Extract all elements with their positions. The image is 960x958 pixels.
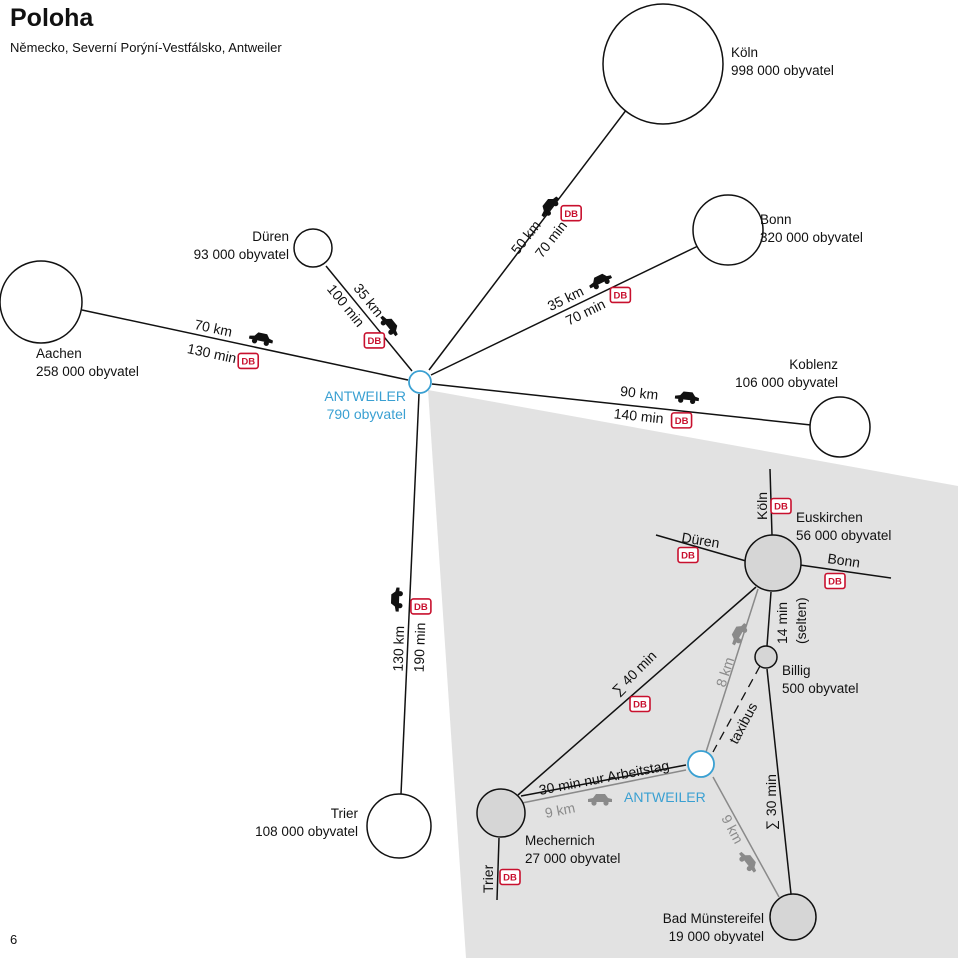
rail-label-koln: Köln xyxy=(754,492,770,520)
route-distance-koblenz: 90 km xyxy=(619,383,659,403)
detail-name-bad-munstereifel: Bad Münstereifel xyxy=(663,911,764,926)
city-population-koblenz: 106 000 obyvatel xyxy=(735,375,838,390)
city-name-bonn: Bonn xyxy=(760,212,792,227)
rail-line-bonn xyxy=(799,564,892,579)
route-line-trier xyxy=(400,393,420,795)
db-logo-icon xyxy=(824,572,846,590)
rail-label-duren: Düren xyxy=(681,529,721,551)
sum-30-label: ∑ 30 min xyxy=(763,774,779,830)
db-logo-icon xyxy=(237,352,260,370)
road-line-weekday xyxy=(521,769,687,804)
detail-antweiler-label: ANTWEILER xyxy=(624,789,706,805)
rail-label-trier: Trier xyxy=(480,864,496,893)
car-icon xyxy=(674,390,700,405)
db-logo-icon xyxy=(770,497,792,515)
antweiler-detail-marker xyxy=(687,750,715,778)
route-time-aachen: 130 min xyxy=(186,340,238,366)
city-circle-aachen xyxy=(0,260,83,344)
city-name-koln: Köln xyxy=(731,45,758,60)
road-line-billig xyxy=(705,588,759,753)
db-logo-icon xyxy=(363,332,386,349)
road-line-bad xyxy=(712,776,780,898)
route-line-bonn xyxy=(430,245,699,376)
antweiler-marker xyxy=(408,370,432,394)
detail-name-billig: Billig xyxy=(782,663,811,678)
city-name-trier: Trier xyxy=(331,806,359,821)
db-logo-icon xyxy=(609,286,632,304)
detail-population-billig: 500 obyvatel xyxy=(782,681,859,696)
city-circle-duren xyxy=(293,228,333,268)
taxibus-line xyxy=(712,665,761,753)
city-population-aachen: 258 000 obyvatel xyxy=(36,364,139,379)
city-name-duren: Düren xyxy=(252,229,289,244)
city-population-bonn: 320 000 obyvatel xyxy=(760,230,863,245)
route-time-trier: 190 min xyxy=(411,622,429,672)
billig-frequency-note: (selten) xyxy=(793,597,809,644)
billig-time-label: 14 min xyxy=(774,602,790,644)
car-icon xyxy=(537,193,562,220)
rail-line-weekday xyxy=(520,764,687,797)
car-icon xyxy=(248,330,275,348)
city-circle-koln xyxy=(602,3,724,125)
route-distance-aachen: 70 km xyxy=(193,316,234,340)
city-circle-mechernich xyxy=(476,788,526,838)
city-name-antweiler: ANTWEILER xyxy=(324,388,406,404)
page-title: Poloha xyxy=(10,4,94,32)
city-population-antweiler: 790 obyvatel xyxy=(327,406,406,422)
db-logo-icon xyxy=(560,204,582,222)
distance-mechernich: 9 km xyxy=(544,799,577,820)
db-logo-icon xyxy=(499,868,521,886)
city-circle-bonn xyxy=(692,194,764,266)
city-circle-koblenz xyxy=(809,396,871,458)
detail-name-euskirchen: Euskirchen xyxy=(796,510,863,525)
city-circle-euskirchen xyxy=(744,534,802,592)
rail-line-duren xyxy=(655,534,747,562)
detail-region xyxy=(428,390,958,958)
city-population-koln: 998 000 obyvatel xyxy=(731,63,834,78)
car-icon xyxy=(390,587,404,612)
detail-population-mechernich: 27 000 obyvatel xyxy=(525,851,620,866)
page-number: 6 xyxy=(10,932,18,947)
db-logo-icon xyxy=(410,598,432,615)
detail-population-euskirchen: 56 000 obyvatel xyxy=(796,528,891,543)
city-circle-trier xyxy=(366,793,432,859)
route-line-aachen xyxy=(81,309,409,381)
db-logo-icon xyxy=(670,412,693,429)
detail-population-bad-munstereifel: 19 000 obyvatel xyxy=(669,929,764,944)
route-line-koln xyxy=(428,104,631,371)
city-population-duren: 93 000 obyvatel xyxy=(194,247,289,262)
location-subtitle: Německo, Severní Porýní-Vestfálsko, Antw… xyxy=(10,40,282,55)
detail-name-mechernich: Mechernich xyxy=(525,833,595,848)
rail-line-trier-detail xyxy=(496,837,500,901)
route-line-koblenz xyxy=(431,383,812,426)
city-circle-bad-munstereifel xyxy=(769,893,817,941)
rail-label-bonn: Bonn xyxy=(827,550,862,570)
city-name-koblenz: Koblenz xyxy=(789,357,838,372)
city-name-aachen: Aachen xyxy=(36,346,82,361)
route-line-duren xyxy=(325,265,413,372)
route-distance-trier: 130 km xyxy=(390,625,408,671)
route-time-koblenz: 140 min xyxy=(613,405,664,426)
city-circle-billig xyxy=(754,645,778,669)
rail-line-euskirchen-billig xyxy=(766,591,772,647)
rail-line-euskirchen-mechernich xyxy=(517,586,757,796)
city-population-trier: 108 000 obyvatel xyxy=(255,824,358,839)
db-logo-icon xyxy=(629,695,651,713)
rail-line-billig-bad xyxy=(766,668,792,895)
db-logo-icon xyxy=(677,546,699,564)
